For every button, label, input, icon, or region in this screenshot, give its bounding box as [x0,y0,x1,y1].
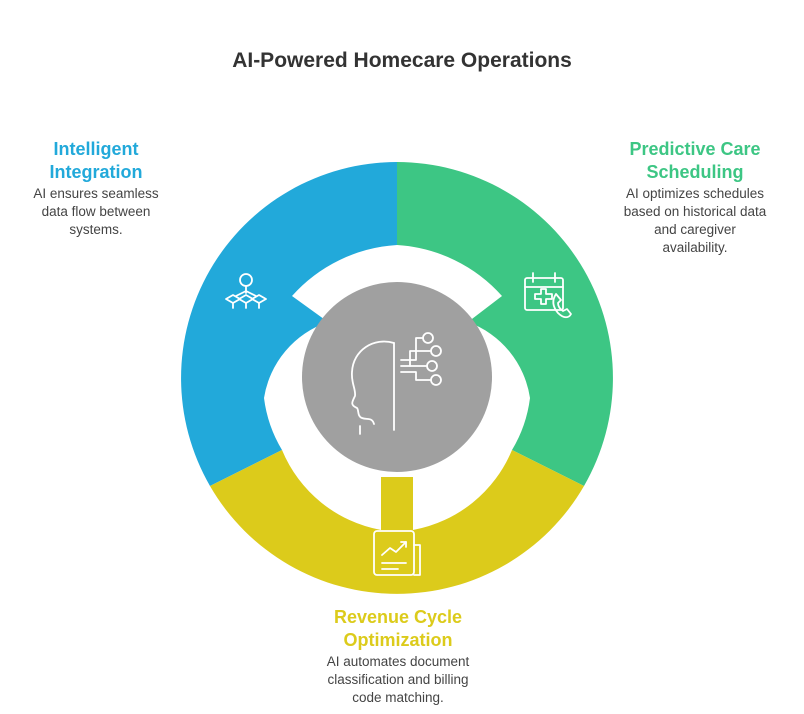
revenue-title-line: Optimization [343,630,453,650]
scheduling-title-line: Scheduling [646,162,744,182]
revenue-desc-line: classification and billing [327,672,469,687]
network-nodes-icon [225,273,267,309]
revenue-desc-line: AI automates document [326,654,470,669]
integration-desc-line: systems. [69,222,123,237]
diagram-title: AI-Powered Homecare Operations [232,49,572,72]
revenue-title: Revenue Cycle Optimization [300,606,496,652]
scheduling-desc-line: AI optimizes schedules [625,186,765,201]
revenue-description: AI automates document classification and… [300,653,496,707]
integration-desc-line: data flow between [41,204,151,219]
revenue-title-line: Revenue Cycle [333,607,463,627]
ai-head-circuit-icon [350,332,442,435]
integration-desc-line: AI ensures seamless [33,186,159,201]
scheduling-desc-line: and caregiver [654,222,736,237]
trending-document-icon [373,530,421,576]
segment-intelligent-integration[interactable] [181,162,397,486]
label-predictive-care-scheduling: Predictive Care Scheduling AI optimizes … [600,138,790,257]
segment-revenue-cycle-optimization[interactable] [210,450,584,594]
revenue-desc-line: code matching. [352,690,444,705]
medical-calendar-phone-icon [524,272,572,319]
segment-predictive-care-scheduling[interactable] [397,162,613,486]
integration-title-line: Intelligent [53,139,139,159]
center-ai-circle [302,282,492,472]
scheduling-description: AI optimizes schedules based on historic… [600,185,790,257]
integration-description: AI ensures seamless data flow between sy… [12,185,180,239]
integration-title: Intelligent Integration [12,138,180,184]
label-intelligent-integration: Intelligent Integration AI ensures seaml… [12,138,180,239]
scheduling-title-line: Predictive Care [629,139,761,159]
scheduling-title: Predictive Care Scheduling [600,138,790,184]
scheduling-desc-line: availability. [662,240,728,255]
integration-title-line: Integration [49,162,143,182]
scheduling-desc-line: based on historical data [623,204,767,219]
label-revenue-cycle-optimization: Revenue Cycle Optimization AI automates … [300,606,496,707]
